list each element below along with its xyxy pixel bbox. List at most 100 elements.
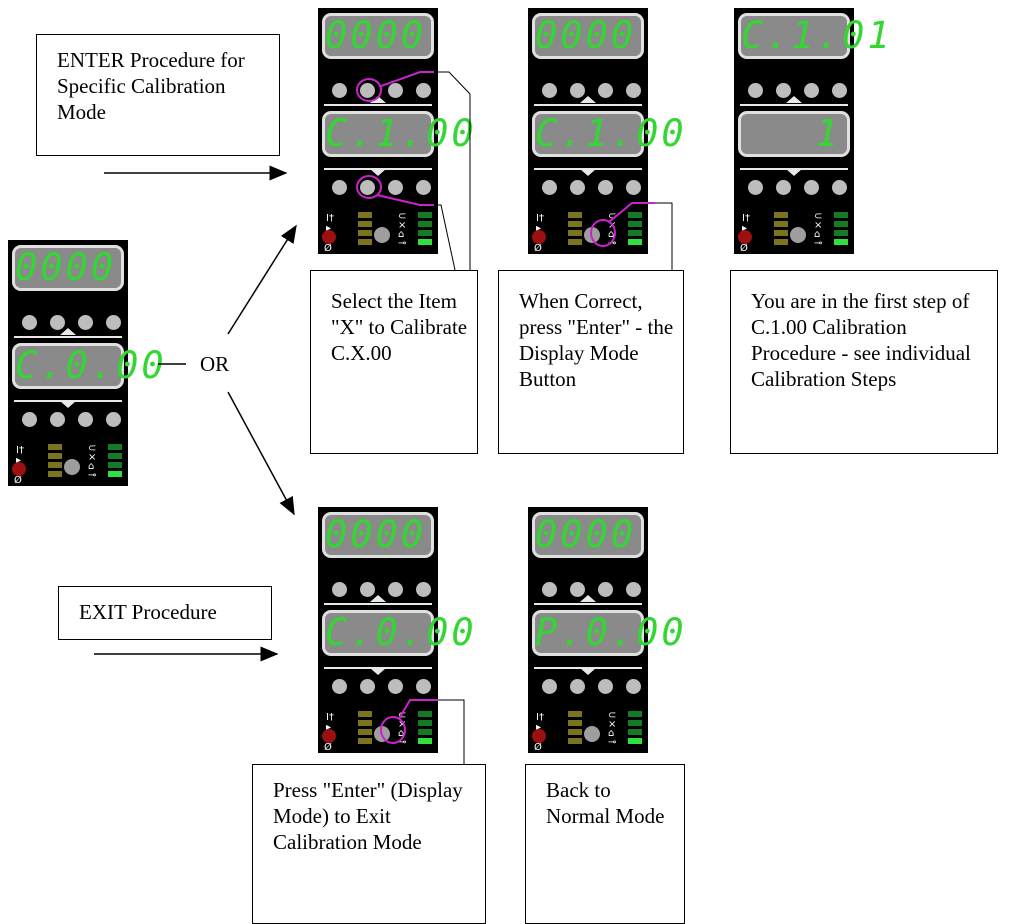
panel-button-2[interactable] — [570, 582, 585, 597]
right-led-1 — [418, 711, 432, 717]
status-area: I† ▸ -Ø⊂ × ⌂ ⊸ — [318, 709, 438, 753]
panel-button-4[interactable] — [626, 679, 641, 694]
panel-button-2[interactable] — [50, 315, 65, 330]
left-led-3 — [358, 729, 372, 735]
left-led-4 — [774, 239, 788, 245]
button-row-lower — [734, 180, 854, 196]
up-chevron-icon — [580, 595, 596, 602]
mode-symbols-icon: ⊂ × ⌂ ⊸ — [398, 211, 407, 249]
display-mode-button[interactable] — [374, 227, 390, 243]
select-item-box: Select the Item "X" to Calibrate C.X.00 — [310, 270, 478, 454]
separator-line — [14, 336, 122, 338]
panel-button-2[interactable] — [570, 679, 585, 694]
right-led-4 — [108, 471, 122, 477]
bottom-display: 1 — [738, 111, 850, 157]
left-led-4 — [358, 239, 372, 245]
panel-button-1[interactable] — [542, 180, 557, 195]
panel-button-3[interactable] — [388, 83, 403, 98]
panel-button-4[interactable] — [416, 83, 431, 98]
display-mode-button[interactable] — [790, 227, 806, 243]
display-mode-button[interactable] — [64, 459, 80, 475]
status-area: I† ▸ -Ø⊂ × ⌂ ⊸ — [528, 709, 648, 753]
panel-button-3[interactable] — [388, 180, 403, 195]
panel-button-1[interactable] — [542, 83, 557, 98]
panel-button-2[interactable] — [360, 83, 375, 98]
mode-symbols-icon: ⊂ × ⌂ ⊸ — [814, 211, 823, 249]
or-label: OR — [200, 352, 230, 376]
display-mode-button[interactable] — [584, 726, 600, 742]
down-chevron-icon — [370, 668, 386, 675]
panel-button-3[interactable] — [598, 582, 613, 597]
panel-button-3[interactable] — [388, 679, 403, 694]
panel-button-2[interactable] — [360, 679, 375, 694]
left-led-2 — [774, 221, 788, 227]
down-chevron-icon — [370, 169, 386, 176]
panel-button-2[interactable] — [776, 83, 791, 98]
panel-button-2[interactable] — [360, 180, 375, 195]
panel-button-1[interactable] — [542, 582, 557, 597]
panel-button-3[interactable] — [78, 412, 93, 427]
up-chevron-icon — [370, 96, 386, 103]
down-chevron-icon — [580, 668, 596, 675]
panel-button-4[interactable] — [626, 582, 641, 597]
panel-button-1[interactable] — [332, 582, 347, 597]
top-display-value: 0000 — [535, 14, 637, 57]
right-led-3 — [418, 230, 432, 236]
right-led-1 — [834, 212, 848, 218]
panel-button-3[interactable] — [388, 582, 403, 597]
when-correct-box: When Correct, press "Enter" - the Displa… — [498, 270, 684, 454]
panel-button-4[interactable] — [416, 679, 431, 694]
panel-button-3[interactable] — [598, 180, 613, 195]
left-led-3 — [48, 462, 62, 468]
panel-button-2[interactable] — [570, 180, 585, 195]
top-display: 0000 — [532, 512, 644, 558]
right-led-2 — [418, 221, 432, 227]
panel-button-3[interactable] — [78, 315, 93, 330]
button-row-upper — [8, 315, 128, 331]
panel-button-2[interactable] — [360, 582, 375, 597]
panel-button-1[interactable] — [542, 679, 557, 694]
left-led-4 — [358, 738, 372, 744]
back-to-normal-label: Back to Normal Mode — [546, 778, 665, 828]
right-led-3 — [834, 230, 848, 236]
left-led-1 — [48, 444, 62, 450]
panel-button-3[interactable] — [804, 180, 819, 195]
press-enter-exit-box: Press "Enter" (Display Mode) to Exit Cal… — [252, 764, 486, 924]
panel-button-4[interactable] — [106, 412, 121, 427]
button-row-lower — [318, 180, 438, 196]
down-chevron-icon — [580, 169, 596, 176]
panel-button-1[interactable] — [332, 679, 347, 694]
panel-button-2[interactable] — [776, 180, 791, 195]
right-led-2 — [628, 720, 642, 726]
panel-button-4[interactable] — [106, 315, 121, 330]
panel-button-3[interactable] — [598, 83, 613, 98]
enter-procedure-box: ENTER Procedure for Specific Calibration… — [36, 34, 280, 156]
panel-button-1[interactable] — [22, 412, 37, 427]
panel-button-2[interactable] — [50, 412, 65, 427]
panel-button-4[interactable] — [416, 582, 431, 597]
right-led-2 — [834, 221, 848, 227]
top-display: 0000 — [322, 512, 434, 558]
panel-button-1[interactable] — [22, 315, 37, 330]
panel-button-4[interactable] — [626, 83, 641, 98]
panel-button-4[interactable] — [416, 180, 431, 195]
panel-button-4[interactable] — [832, 83, 847, 98]
panel-button-1[interactable] — [332, 180, 347, 195]
left-led-1 — [358, 711, 372, 717]
exit-procedure-label: EXIT Procedure — [79, 600, 217, 624]
panel-button-4[interactable] — [626, 180, 641, 195]
panel-button-3[interactable] — [598, 679, 613, 694]
button-row-lower — [528, 180, 648, 196]
top-display: 0000 — [12, 245, 124, 291]
right-led-1 — [108, 444, 122, 450]
separator-line — [740, 104, 848, 106]
panel-button-1[interactable] — [748, 180, 763, 195]
panel-button-1[interactable] — [748, 83, 763, 98]
panel-button-2[interactable] — [570, 83, 585, 98]
down-chevron-icon — [60, 401, 76, 408]
panel-button-3[interactable] — [804, 83, 819, 98]
panel-button-1[interactable] — [332, 83, 347, 98]
panel-button-4[interactable] — [832, 180, 847, 195]
